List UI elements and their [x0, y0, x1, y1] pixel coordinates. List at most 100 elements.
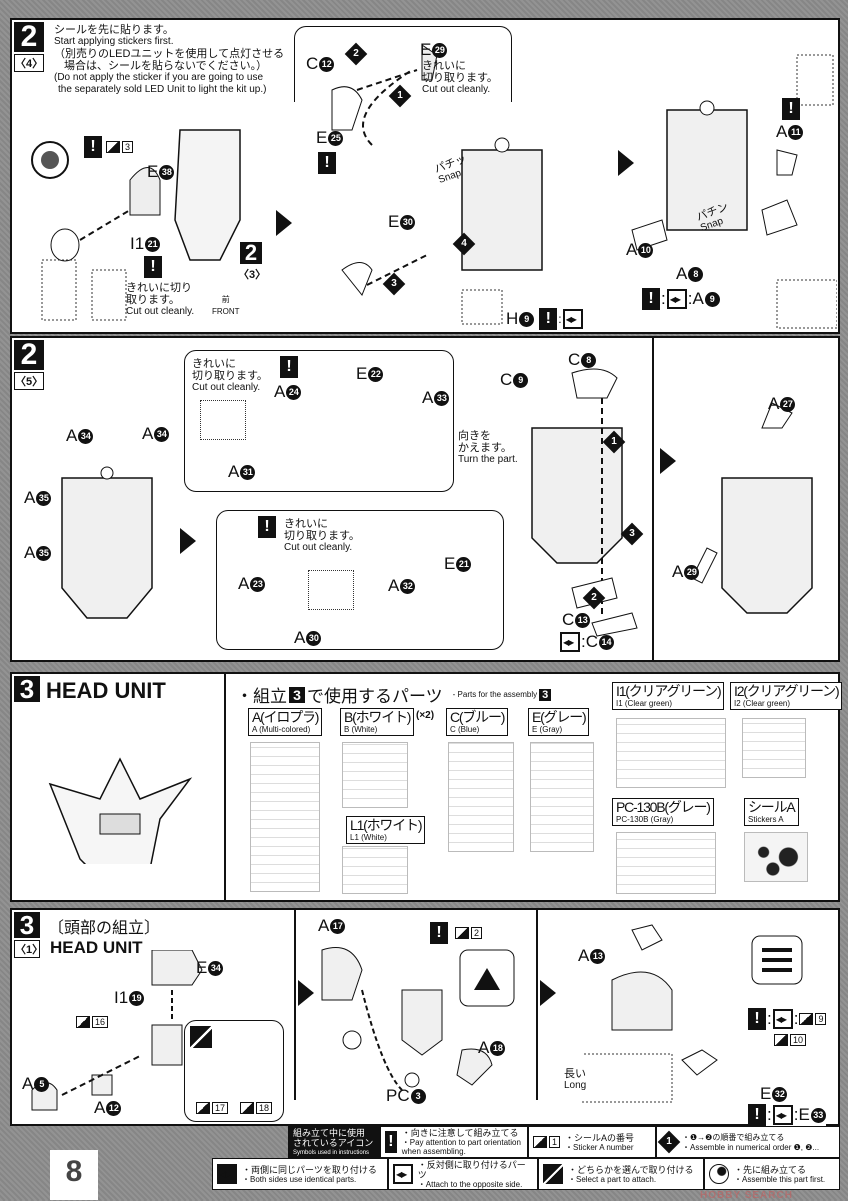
order-marker: 2	[582, 586, 606, 610]
exclamation-icon: !	[144, 256, 162, 278]
order-marker: 1	[388, 84, 412, 108]
sticker-marker: 16	[76, 1016, 109, 1028]
caution-mirror-sticker: !::9	[748, 1008, 827, 1030]
next-arrow	[298, 980, 314, 1006]
legend-item: ・両側に同じパーツを取り付ける・Both sides use identical…	[212, 1158, 388, 1190]
divider	[652, 338, 654, 660]
order-marker: 2	[344, 42, 368, 66]
exclamation-icon: !	[430, 922, 448, 944]
subassembly-inset	[184, 350, 454, 492]
cut-out-note: きれいに切り取ります。Cut out cleanly.	[284, 518, 360, 553]
exclamation-icon: !	[280, 356, 298, 378]
runner-label-c: C(ブルー)C (Blue)	[446, 708, 509, 736]
order-diamond-icon: 1	[657, 1130, 681, 1154]
head-assembly-illustration	[321, 947, 515, 1091]
exclamation-icon: !	[385, 1131, 397, 1153]
runner-i1	[616, 718, 726, 788]
runner-pc130b	[616, 832, 716, 894]
runner-a	[250, 742, 320, 892]
torso-illustration	[531, 368, 638, 637]
next-arrow	[540, 980, 556, 1006]
sticker-marker: 17	[196, 1102, 229, 1114]
exclamation-icon: !	[258, 516, 276, 538]
step-number: 3	[14, 676, 40, 702]
mirror-note: !::A9	[642, 288, 720, 310]
torso-illustration	[691, 402, 813, 614]
order-marker: 3	[382, 272, 406, 296]
watermark: HOBBY SEARCH	[700, 1190, 793, 1201]
order-marker: 4	[452, 232, 476, 256]
runner-e	[530, 742, 594, 852]
opposite-side-icon	[772, 1009, 793, 1029]
runner-quantity: (×2)	[416, 710, 435, 721]
runner-label-a: A(イロプラ)A (Multi-colored)	[248, 708, 323, 736]
exclamation-icon: !	[84, 136, 102, 158]
runner-c	[448, 742, 514, 852]
order-marker: 3	[620, 522, 644, 546]
assemble-first-icon	[709, 1164, 729, 1184]
substep-number: 〈1〉	[14, 940, 43, 958]
exclamation-icon: !	[782, 98, 800, 120]
sticker-icon: 3	[106, 141, 134, 153]
exclamation-icon: !	[539, 308, 558, 330]
exclamation-icon: !	[642, 288, 660, 310]
runner-label-i1: I1(クリアグリーン)I1 (Clear green)	[612, 682, 725, 710]
page-number: 8	[50, 1150, 98, 1200]
runner-label-e: E(グレー)E (Gray)	[528, 708, 590, 736]
legend-item: ・反対側に取り付けるパーツ・Attach to the opposite sid…	[388, 1158, 538, 1190]
caution-mirror-note: !::E33	[748, 1104, 826, 1126]
sticker-sheet-a	[744, 832, 808, 882]
next-arrow	[180, 528, 196, 554]
head-core-illustration	[331, 44, 543, 325]
step-number: 2	[14, 340, 44, 370]
cut-out-note: きれいに切り取ります。Cut out cleanly.	[192, 358, 268, 393]
exclamation-icon: !	[748, 1104, 766, 1126]
sticker-marker: 18	[240, 1102, 273, 1114]
detail-box	[200, 400, 246, 440]
runner-label-b: B(ホワイト)B (White)	[340, 708, 415, 736]
next-arrow	[660, 448, 676, 474]
both-sides-icon	[562, 309, 583, 329]
runner-label-i2: I2(クリアグリーン)I2 (Clear green)	[730, 682, 843, 710]
turn-part-note: 向きをかえます。Turn the part.	[458, 430, 518, 465]
runner-label-l1: L1(ホワイト)L1 (White)	[346, 816, 426, 844]
runner-label-pc130b: PC-130B(グレー)PC-130B (Gray)	[612, 798, 714, 826]
mirror-note: :C14	[560, 632, 614, 652]
divider	[536, 910, 538, 1100]
head-final-illustration	[582, 924, 803, 1103]
runner-b	[342, 742, 408, 808]
exclamation-icon: !	[318, 152, 336, 174]
select-part-icon	[543, 1164, 563, 1184]
legend-item: ・先に組み立てる・Assemble this part first.	[704, 1158, 840, 1190]
